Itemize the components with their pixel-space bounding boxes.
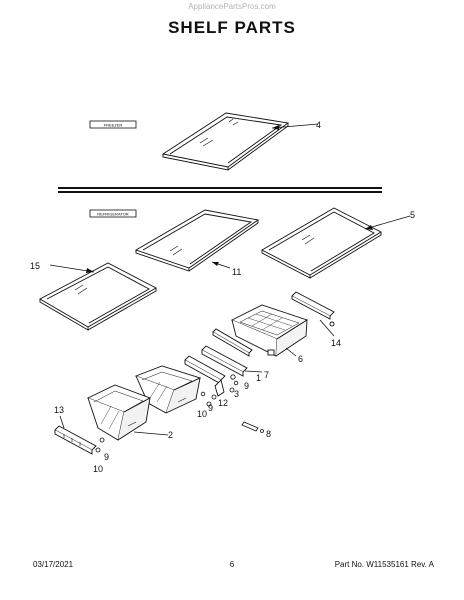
footer-date: 03/17/2021 [33, 560, 74, 569]
rail-part-7 [201, 345, 248, 377]
leader-14 [319, 319, 335, 337]
freezer-shelf-part-4 [161, 112, 290, 171]
callout-13: 13 [54, 405, 64, 415]
arrow-4 [272, 125, 279, 130]
callout-10b: 10 [93, 464, 103, 474]
rail-part-13 [54, 425, 97, 455]
callout-11: 11 [232, 267, 241, 277]
callout-14: 14 [331, 338, 341, 348]
freezer-tag: FREEZER [89, 120, 137, 129]
crisper-drawer-lower-part-2 [86, 384, 152, 441]
leader-6 [285, 347, 297, 357]
fridge-shelf-part-11 [134, 209, 260, 272]
clip-part-8 [241, 421, 264, 433]
watermark: AppliancePartsPros.com [188, 2, 276, 11]
refrigerator-tag: REFRIGERATOR [89, 209, 137, 218]
arrow-15 [86, 268, 94, 273]
rail-part-12 [184, 355, 226, 397]
callout-9c: 9 [104, 452, 109, 462]
section-divider [58, 187, 382, 193]
crisper-drawer-upper-part-2 [134, 365, 202, 414]
callout-7: 7 [264, 370, 269, 380]
arrow-5 [365, 225, 373, 230]
callout-2: 2 [168, 430, 173, 440]
callout-5: 5 [410, 210, 415, 220]
leader-7 [244, 370, 263, 373]
callout-10a: 10 [197, 409, 207, 419]
callout-1: 1 [256, 373, 261, 383]
leader-13 [59, 415, 65, 429]
rail-part-3 [212, 328, 253, 357]
callout-4: 4 [316, 120, 321, 130]
leader-5 [364, 215, 411, 230]
callout-6: 6 [298, 354, 303, 364]
rail-part-14 [291, 291, 335, 327]
fridge-shelf-part-5 [261, 207, 382, 279]
callout-8: 8 [266, 429, 271, 439]
pan-part-6 [230, 304, 309, 357]
footer-page-number: 6 [229, 560, 235, 569]
leader-2 [133, 431, 169, 436]
page-title: SHELF PARTS [168, 18, 296, 37]
footer-part-number: Part No. W11535161 Rev. A [334, 560, 434, 569]
small-fasteners [200, 374, 239, 407]
refrigerator-tag-label: REFRIGERATOR [97, 211, 129, 216]
leader-4 [271, 123, 319, 129]
fridge-shelf-part-15 [39, 262, 157, 331]
callout-9b: 9 [208, 403, 213, 413]
arrow-11 [212, 262, 219, 266]
callout-3: 3 [234, 389, 239, 399]
callout-15: 15 [30, 261, 40, 271]
fasteners-left [95, 437, 105, 453]
callout-12: 12 [218, 398, 228, 408]
callout-9a: 9 [244, 381, 249, 391]
freezer-tag-label: FREEZER [104, 122, 123, 127]
